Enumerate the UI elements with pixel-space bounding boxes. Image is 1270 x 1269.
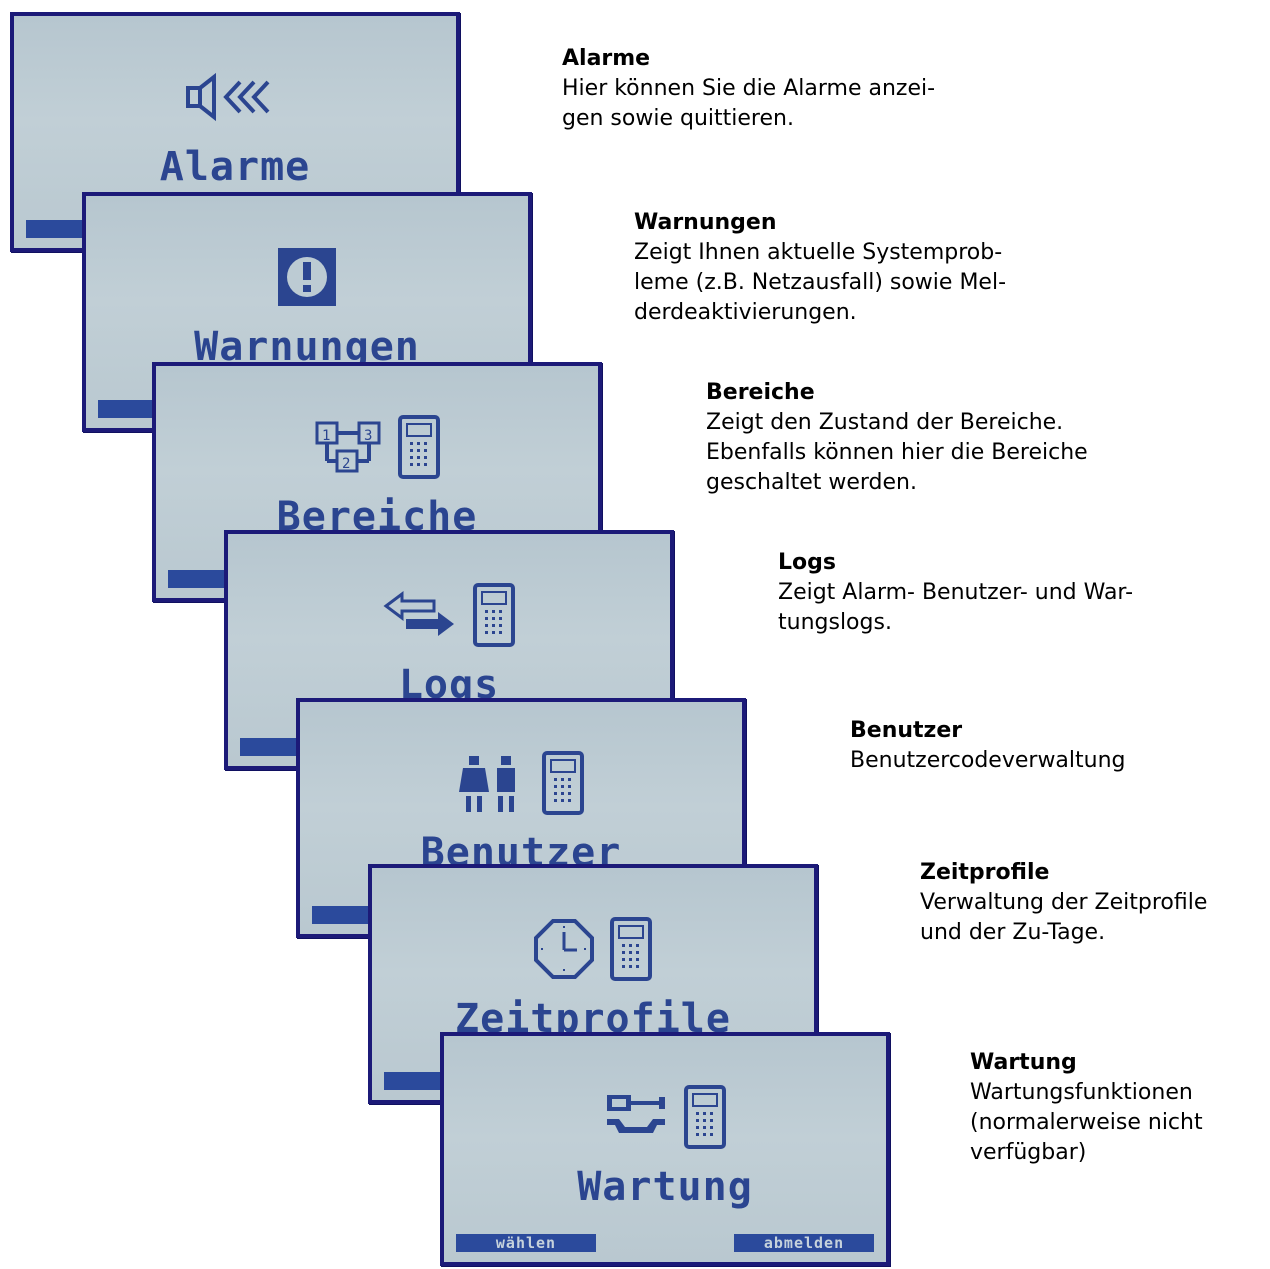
desc-line: gen sowie quittieren.: [562, 106, 794, 131]
softkey-abmelden[interactable]: abmelden: [734, 1234, 874, 1252]
svg-text:3: 3: [364, 428, 372, 444]
svg-text:1: 1: [322, 428, 330, 444]
users-icon: [300, 740, 742, 826]
desc-logs: Logs Zeigt Alarm- Benutzer- und War- tun…: [778, 548, 1133, 638]
desc-line: verfügbar): [970, 1140, 1087, 1165]
desc-wartung: Wartung Wartungsfunktionen (normalerweis…: [970, 1048, 1203, 1168]
desc-title: Benutzer: [850, 718, 963, 743]
desc-title: Wartung: [970, 1050, 1077, 1075]
svg-text:2: 2: [342, 456, 350, 472]
desc-title: Zeitprofile: [920, 860, 1050, 885]
desc-line: Zeigt den Zustand der Bereiche.: [706, 410, 1064, 435]
desc-title: Logs: [778, 550, 836, 575]
warning-exclamation-icon: [86, 234, 528, 320]
keypad-device-icon: [610, 917, 652, 981]
keypad-device-icon: [542, 751, 584, 815]
desc-title: Bereiche: [706, 380, 815, 405]
desc-zeitprofile: Zeitprofile Verwaltung der Zeitprofile u…: [920, 858, 1207, 948]
screen-title-wartung: Wartung: [577, 1164, 753, 1210]
desc-line: und der Zu-Tage.: [920, 920, 1106, 945]
keypad-device-icon: [398, 415, 440, 479]
logs-arrows-icon: [228, 572, 670, 658]
desc-line: Zeigt Ihnen aktuelle Systemprob-: [634, 240, 1003, 265]
desc-line: tungslogs.: [778, 610, 892, 635]
desc-line: Hier können Sie die Alarme anzei-: [562, 76, 936, 101]
desc-line: Zeigt Alarm- Benutzer- und War-: [778, 580, 1134, 605]
keypad-device-icon: [473, 583, 515, 647]
areas-network-icon: 1 3 2: [156, 404, 598, 490]
desc-line: leme (z.B. Netzausfall) sowie Mel-: [634, 270, 1007, 295]
desc-line: Ebenfalls können hier die Bereiche: [706, 440, 1088, 465]
desc-benutzer: Benutzer Benutzercodeverwaltung: [850, 716, 1126, 776]
softkey-waehlen[interactable]: wählen: [456, 1234, 596, 1252]
desc-line: (normalerweise nicht: [970, 1110, 1203, 1135]
desc-line: Verwaltung der Zeitprofile: [920, 890, 1208, 915]
desc-line: Benutzercodeverwaltung: [850, 748, 1126, 773]
screen-wartung: Wartung wählen abmelden: [440, 1032, 890, 1266]
keypad-device-icon: [684, 1085, 726, 1149]
desc-bereiche: Bereiche Zeigt den Zustand der Bereiche.…: [706, 378, 1088, 498]
wrench-screwdriver-icon: [444, 1074, 886, 1160]
clock-icon: [372, 906, 814, 992]
desc-title: Alarme: [562, 46, 651, 71]
screen-title-alarme: Alarme: [159, 144, 311, 190]
desc-warnungen: Warnungen Zeigt Ihnen aktuelle Systempro…: [634, 208, 1006, 328]
desc-alarme: Alarme Hier können Sie die Alarme anzei-…: [562, 44, 935, 134]
speaker-alarm-icon: [14, 54, 456, 140]
desc-line: derdeaktivierungen.: [634, 300, 857, 325]
desc-line: geschaltet werden.: [706, 470, 917, 495]
desc-line: Wartungsfunktionen: [970, 1080, 1193, 1105]
desc-title: Warnungen: [634, 210, 777, 235]
